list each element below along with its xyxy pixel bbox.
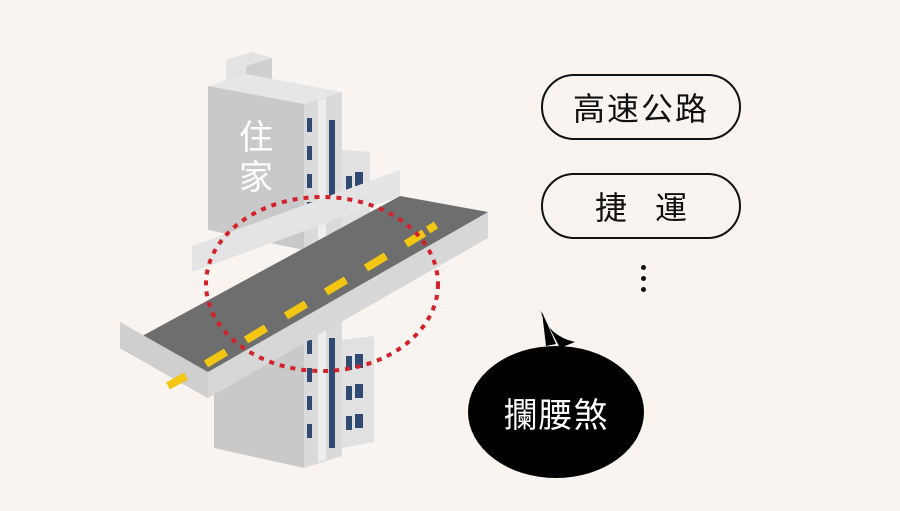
window bbox=[307, 146, 312, 160]
road-surface bbox=[120, 196, 488, 398]
window bbox=[346, 386, 352, 400]
window bbox=[307, 424, 312, 438]
more-options-indicator bbox=[633, 265, 653, 292]
window bbox=[355, 172, 363, 186]
dot bbox=[640, 276, 646, 281]
building-label-line2: 家 bbox=[239, 158, 273, 198]
dot bbox=[640, 287, 646, 292]
window bbox=[346, 176, 352, 190]
window-column bbox=[329, 338, 335, 448]
option-highway-label: 高速公路 bbox=[572, 90, 709, 128]
highlight-circle bbox=[204, 195, 440, 373]
building-front-face bbox=[208, 86, 304, 250]
window bbox=[346, 356, 352, 370]
window bbox=[355, 414, 363, 428]
option-mrt-label: 捷運 bbox=[594, 189, 715, 227]
window bbox=[346, 416, 352, 430]
window bbox=[355, 354, 363, 368]
window bbox=[307, 396, 312, 410]
road-back-barrier bbox=[192, 170, 400, 272]
elevated-road bbox=[120, 170, 488, 398]
window bbox=[307, 340, 312, 354]
window bbox=[307, 368, 312, 382]
building-label-line1: 住 bbox=[239, 118, 273, 158]
option-highway: 高速公路 bbox=[541, 74, 741, 140]
window bbox=[355, 384, 363, 398]
building-label: 住 家 bbox=[228, 118, 284, 198]
callout-text: 攔腰煞 bbox=[503, 396, 609, 436]
lane-markings bbox=[166, 221, 439, 390]
window bbox=[307, 118, 312, 132]
option-mrt: 捷運 bbox=[541, 173, 741, 239]
speech-bubble bbox=[468, 310, 644, 478]
dot bbox=[640, 265, 646, 270]
window bbox=[307, 174, 312, 188]
window-column bbox=[329, 120, 335, 210]
